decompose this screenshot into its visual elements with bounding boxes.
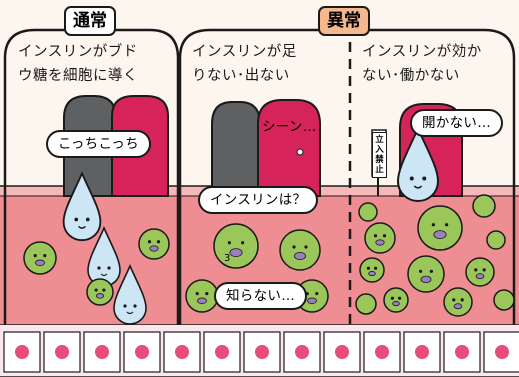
body-cell <box>243 331 281 373</box>
glucose-character <box>472 194 496 218</box>
speech-bubble-where-insulin: インスリンは？ <box>198 186 319 214</box>
body-cell <box>3 331 41 373</box>
body-cell <box>163 331 201 373</box>
speech-bubble-come-here: こっちこっち <box>46 130 151 158</box>
panel-text-normal-2: ウ糖を細胞に導く <box>18 68 138 84</box>
body-cell <box>443 331 481 373</box>
glucose-character <box>355 293 377 315</box>
body-cell <box>363 331 401 373</box>
body-cell-layer <box>0 325 519 377</box>
panel-text-normal-1: インスリンがブド <box>18 44 138 60</box>
cell-door-red-closed <box>257 99 321 197</box>
glucose-character <box>364 222 396 254</box>
body-cell <box>123 331 161 373</box>
body-cell <box>483 331 519 373</box>
speech-bubble-dont-know: 知らない… <box>214 282 307 310</box>
insulin-character <box>396 126 440 203</box>
glucose-character <box>23 241 57 275</box>
silence-text: シーン… <box>262 118 317 138</box>
glucose-character <box>279 229 321 271</box>
glucose-number-label: 3 <box>224 253 231 264</box>
body-cell <box>283 331 321 373</box>
body-cell <box>403 331 441 373</box>
header-abnormal: 異常 <box>318 6 370 36</box>
glucose-character <box>86 278 114 306</box>
insulin-character <box>113 264 147 325</box>
body-cell <box>323 331 361 373</box>
glucose-character <box>493 289 515 311</box>
panel-text-lack-1: インスリンが足 <box>192 44 297 60</box>
glucose-character <box>213 223 259 269</box>
glucose-character <box>358 202 378 222</box>
glucose-character <box>138 228 170 260</box>
glucose-character <box>417 205 463 251</box>
glucose-character <box>443 287 473 317</box>
speech-bubble-wont-open: 開かない… <box>410 109 503 137</box>
no-entry-sign: 立入禁止 <box>372 132 387 178</box>
glucose-character <box>359 257 385 283</box>
insulin-character <box>62 171 102 242</box>
panel-text-resist-2: ない･働かない <box>362 68 460 84</box>
body-cell <box>203 331 241 373</box>
panel-text-resist-1: インスリンが効か <box>362 44 482 60</box>
panel-text-lack-2: りない･出ない <box>192 68 290 84</box>
body-cell <box>83 331 121 373</box>
glucose-character <box>383 287 409 313</box>
glucose-character <box>486 230 506 250</box>
cell-door-gray-2 <box>211 101 261 197</box>
header-normal: 通常 <box>64 6 116 36</box>
glucose-character <box>465 257 495 287</box>
body-cell <box>43 331 81 373</box>
glucose-character <box>407 255 445 293</box>
